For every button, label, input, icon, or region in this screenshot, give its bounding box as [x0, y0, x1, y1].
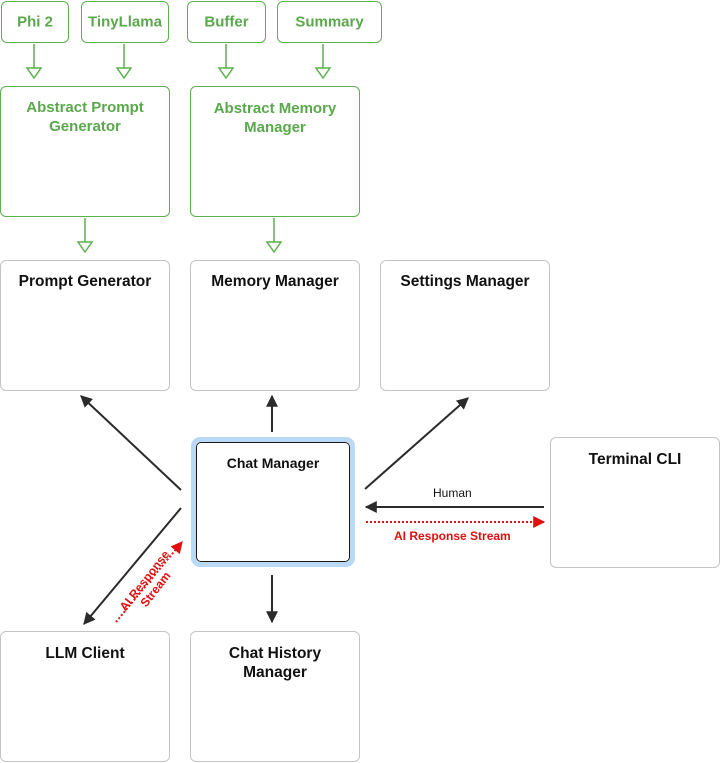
chat-manager-label: Chat Manager [226, 455, 320, 471]
inherit-phi2-arrow [25, 44, 43, 80]
summary-label: Summary [295, 13, 364, 31]
memory-manager-label: Memory Manager [211, 273, 339, 290]
chat-manager-node: Chat Manager [196, 442, 350, 562]
abstract-prompt-generator-label-line1: Abstract Prompt [26, 99, 144, 116]
ai-stream-cli-edge-label: AI Response Stream [394, 529, 511, 543]
chat-history-manager-label-line2: Manager [243, 664, 307, 681]
arrow-ai-stream-from-llm [115, 541, 183, 623]
phi2-label: Phi 2 [17, 13, 53, 31]
inherit-prompt-generator-arrow [76, 218, 94, 254]
phi2-node: Phi 2 [1, 1, 69, 43]
settings-manager-label: Settings Manager [400, 273, 530, 290]
arrow-to-settings-manager [364, 397, 469, 490]
prompt-generator-label: Prompt Generator [18, 273, 152, 290]
llm-client-node: LLM Client [0, 631, 170, 762]
abstract-memory-manager-label-line1: Abstract Memory [213, 100, 337, 117]
human-edge-label: Human [433, 486, 472, 500]
llm-client-label: LLM Client [45, 645, 125, 662]
terminal-cli-node: Terminal CLI [550, 437, 720, 568]
abstract-prompt-generator-node: Abstract Prompt Generator [0, 86, 170, 217]
buffer-label: Buffer [204, 13, 249, 31]
inherit-tinyllama-arrow [115, 44, 133, 80]
summary-node: Summary [277, 1, 382, 43]
arrow-to-prompt-generator [80, 395, 182, 491]
inherit-memory-manager-arrow [265, 218, 283, 254]
memory-manager-node: Memory Manager [190, 260, 360, 391]
inherit-buffer-arrow [217, 44, 235, 80]
terminal-cli-label: Terminal CLI [588, 451, 682, 468]
buffer-node: Buffer [187, 1, 266, 43]
settings-manager-node: Settings Manager [380, 260, 550, 391]
arrow-to-llm-client [83, 507, 182, 625]
tinyllama-label: TinyLlama [88, 13, 162, 31]
abstract-memory-manager-label-line2: Manager [244, 119, 306, 136]
prompt-generator-node: Prompt Generator [0, 260, 170, 391]
abstract-memory-manager-node: Abstract Memory Manager [190, 86, 360, 217]
chat-history-manager-node: Chat History Manager [190, 631, 360, 762]
tinyllama-node: TinyLlama [81, 1, 169, 43]
chat-history-manager-label-line1: Chat History [228, 645, 322, 662]
inherit-summary-arrow [314, 44, 332, 80]
abstract-prompt-generator-label-line2: Generator [49, 118, 121, 135]
